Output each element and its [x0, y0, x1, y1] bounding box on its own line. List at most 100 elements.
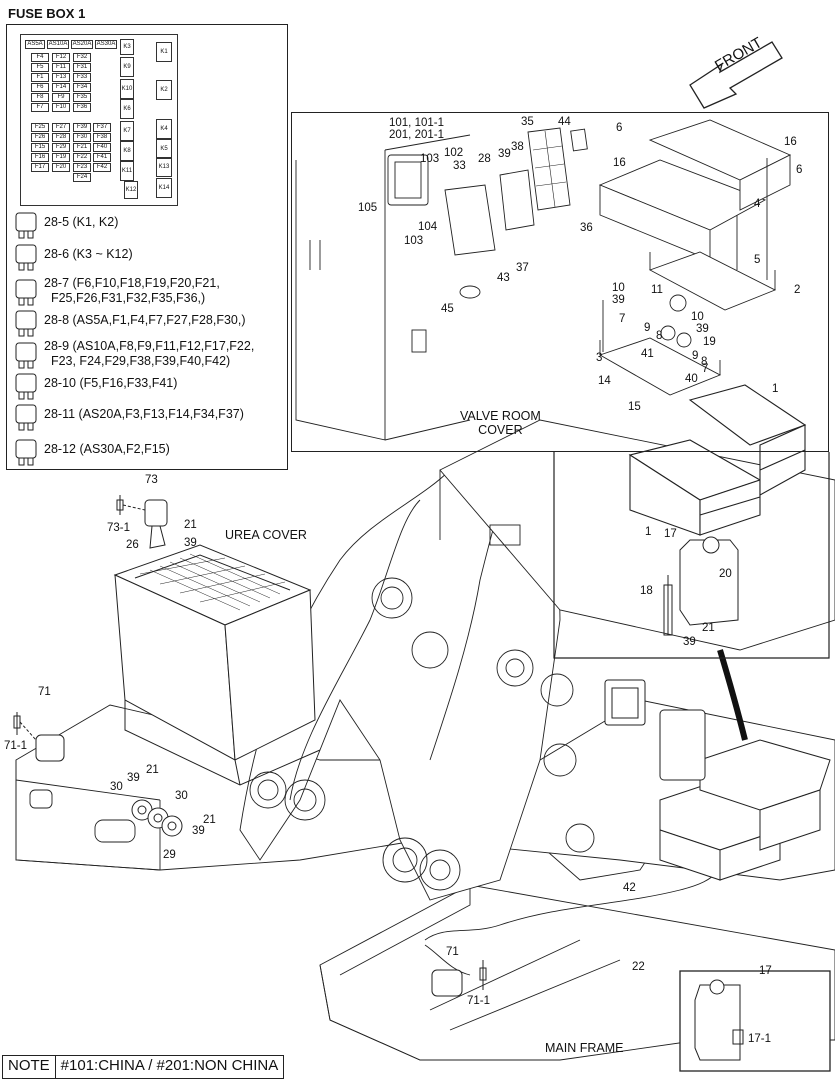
- relay-cell: K11: [120, 161, 134, 181]
- fuse-cell: F14: [52, 83, 70, 92]
- fuse-cell: F5: [31, 63, 49, 72]
- callout-label: 35: [521, 116, 534, 128]
- fuse-cell: F6: [31, 83, 49, 92]
- callout-label: 71: [38, 686, 51, 698]
- legend-code: 28-5: [44, 215, 70, 229]
- callout-label: 18: [640, 585, 653, 597]
- callout-label: 39: [498, 148, 511, 160]
- callout-label: 73: [145, 474, 158, 486]
- fuse-cell: F15: [31, 143, 49, 152]
- callout-label: 16: [613, 157, 626, 169]
- legend-desc: (AS5A,F1,F4,F7,F27,F28,F30,): [72, 313, 246, 327]
- battery-1-drawing: [628, 384, 807, 536]
- fuse-cell: F8: [31, 93, 49, 102]
- fuse-box-title: FUSE BOX 1: [8, 6, 86, 21]
- legend-row: 28-10 (F5,F16,F33,F41): [44, 376, 177, 391]
- fuse-cell: F21: [73, 143, 91, 152]
- callout-label: 21: [184, 519, 197, 531]
- battery-assembly-lower-drawing: [604, 649, 831, 881]
- relay-cell: K3: [120, 39, 134, 55]
- fuse-cell: F32: [73, 53, 91, 62]
- callout-label: 33: [453, 160, 466, 172]
- fuse-cell: AS20A: [71, 40, 93, 49]
- fuse-cell: F31: [73, 63, 91, 72]
- callout-label: 8: [656, 330, 663, 342]
- fuse-box-layout: AS5A AS10A AS20A AS30A F4 F12 F32 F5 F11…: [20, 34, 178, 206]
- legend-desc: (K1, K2): [72, 215, 119, 229]
- fuse-cell: F27: [52, 123, 70, 132]
- relay-cell: K7: [120, 121, 134, 141]
- legend-row: 28-6 (K3 ~ K12): [44, 247, 133, 262]
- legend-code: 28-12: [44, 442, 76, 456]
- fuse-icon: [15, 212, 37, 239]
- fuse-cell: F36: [73, 103, 91, 112]
- legend-code: 28-7: [44, 276, 70, 290]
- callout-label: 30: [110, 781, 123, 793]
- washer-tank-17-drawing: [663, 536, 739, 636]
- fuse-cell: F42: [93, 163, 111, 172]
- callout-label: 9: [692, 350, 699, 362]
- fuse-cell: F10: [52, 103, 70, 112]
- callout-label: 41: [641, 348, 654, 360]
- fuse-icon: [15, 373, 37, 400]
- callout-label: 36: [580, 222, 593, 234]
- callout-label: 20: [719, 568, 732, 580]
- fuse-cell: F35: [73, 93, 91, 102]
- fuse-cell: F38: [93, 133, 111, 142]
- callout-label: 6: [796, 164, 803, 176]
- main-frame-label: MAIN FRAME: [545, 1041, 624, 1055]
- callout-label: 1: [772, 383, 779, 395]
- fuse-icon: [15, 342, 37, 369]
- fuse-cell: F37: [93, 123, 111, 132]
- note-bar: NOTE #101:CHINA / #201:NON CHINA: [2, 1055, 285, 1079]
- legend-row: 28-11 (AS20A,F3,F13,F14,F34,F37): [44, 407, 244, 422]
- fuse-icon: [15, 279, 37, 306]
- valve-room-cover-label: VALVE ROOM COVER: [460, 409, 541, 437]
- fuse-cell: F4: [31, 53, 49, 62]
- fuse-cell: F17: [31, 163, 49, 172]
- legend-code: 28-9: [44, 339, 70, 353]
- callout-label: 26: [126, 539, 139, 551]
- fuse-cell: AS30A: [95, 40, 117, 49]
- fuse-cell: AS10A: [47, 40, 69, 49]
- callout-label: 16: [784, 136, 797, 148]
- washer-tank-inset-drawing: [679, 970, 831, 1072]
- fuse-cell: F41: [93, 153, 111, 162]
- horn-73-drawing: [116, 495, 168, 549]
- legend-desc: (F6,F10,F18,F19,F20,F21, F25,F26,F31,F32…: [50, 276, 220, 305]
- callout-label: 4: [754, 198, 761, 210]
- callout-label: 103: [404, 235, 424, 247]
- legend-row: 28-8 (AS5A,F1,F4,F7,F27,F28,F30,): [44, 313, 246, 328]
- callout-label: 17-1: [748, 1033, 772, 1045]
- valve-room-drawing: [295, 119, 792, 441]
- callout-label: 21: [203, 814, 216, 826]
- callout-label: 11: [651, 284, 663, 296]
- callout-label: 8: [701, 356, 708, 368]
- fuse-cell: F34: [73, 83, 91, 92]
- relay-cell: K2: [156, 80, 172, 100]
- callout-label: 45: [441, 303, 454, 315]
- fuse-icon: [15, 244, 37, 271]
- legend-row: 28-5 (K1, K2): [44, 215, 118, 230]
- callout-label: 7: [702, 363, 709, 375]
- fuse-icon: [15, 439, 37, 466]
- callout-label: 28: [478, 153, 491, 165]
- callout-label: 15: [628, 401, 641, 413]
- callout-label: 39: [612, 294, 625, 306]
- relay-cell: K12: [124, 181, 138, 199]
- fuse-cell: F26: [31, 133, 49, 142]
- legend-code: 28-10: [44, 376, 76, 390]
- relay-cell: K5: [156, 139, 172, 159]
- fuse-cell: F11: [52, 63, 70, 72]
- note-text: #101:CHINA / #201:NON CHINA: [60, 1057, 279, 1074]
- fuse-cell: F24: [73, 173, 91, 182]
- relay-cell: K9: [120, 57, 134, 77]
- callout-label: 71-1: [467, 995, 491, 1007]
- valve-room-inset: [291, 112, 829, 452]
- callout-label: 103: [420, 153, 440, 165]
- fuse-cell: F23: [73, 163, 91, 172]
- fuse-cell: F9: [52, 93, 70, 102]
- callout-label: 5: [754, 254, 761, 266]
